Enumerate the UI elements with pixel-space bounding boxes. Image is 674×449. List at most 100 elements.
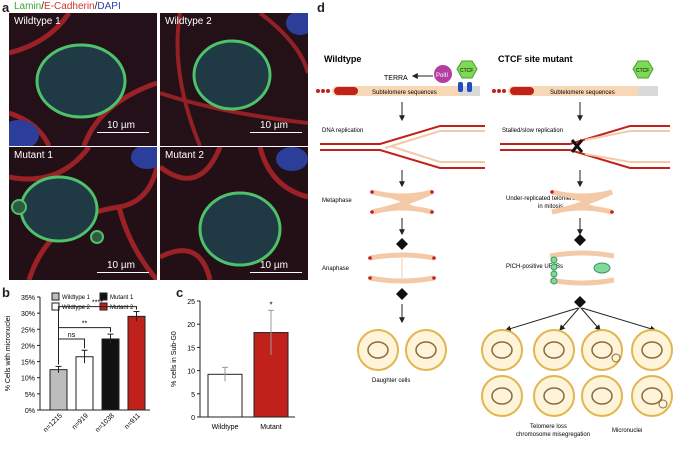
legend-label: Mutant 2 <box>110 305 134 311</box>
legend-label: Wildtype 1 <box>62 295 91 301</box>
wt-daughter-cells <box>357 329 447 371</box>
panel-c-label: c <box>176 285 184 300</box>
significance-label: **** <box>92 300 103 307</box>
y-axis-label: % cells in Sub-G0 <box>171 331 178 387</box>
y-tick-label: 0% <box>25 408 35 415</box>
y-tick-label: 15 <box>187 345 195 352</box>
y-tick-label: 20 <box>187 322 195 329</box>
micrograph-wildtype-1: Wildtype 1 10 µm <box>9 13 157 146</box>
panel-b-label: b <box>2 285 10 300</box>
significance-label: ** <box>82 321 88 328</box>
micrograph-mutant-1: Mutant 1 10 µm <box>9 147 157 280</box>
bar <box>75 356 94 411</box>
mut-chromosome-bar <box>492 60 658 96</box>
panel-a-label: a <box>2 0 10 15</box>
micrograph-wildtype-2: Wildtype 2 10 µm <box>160 13 308 146</box>
mut-subtelomere-label: Subtelomere sequences <box>550 90 615 96</box>
n-label: n=919 <box>71 412 90 431</box>
legend-swatch <box>99 292 108 301</box>
y-tick-label: 5 <box>191 392 195 399</box>
ctcf-label: CTCF <box>460 68 473 74</box>
scale-bar <box>97 272 149 273</box>
y-tick-label: 0 <box>191 415 195 422</box>
stalled-label: Stalled/slow replication <box>502 128 563 134</box>
legend-swatch <box>51 302 60 311</box>
polii-icon <box>434 65 452 83</box>
y-tick-label: 20% <box>21 343 35 350</box>
wt-replication-fork <box>320 125 485 169</box>
micrograph-title: Wildtype 2 <box>165 16 212 27</box>
y-tick-label: 35% <box>21 295 35 302</box>
n-label: n=1038 <box>94 412 116 434</box>
wt-subtelomere-label: Subtelomere sequences <box>372 90 437 96</box>
significance-label: * <box>269 300 272 309</box>
terra-label: TERRA <box>384 75 408 82</box>
scale-bar <box>97 132 149 133</box>
y-tick-label: 10% <box>21 376 35 383</box>
mut-cell-grid <box>481 329 673 417</box>
pich-label: PICH-positive UFABs <box>506 264 563 270</box>
mut-title: CTCF site mutant <box>498 54 573 64</box>
stain-lamin: Lamin <box>14 1 42 12</box>
y-tick-label: 30% <box>21 311 35 318</box>
bar <box>49 369 68 411</box>
polii-label: PolII <box>436 73 448 79</box>
scale-label: 10 µm <box>107 260 135 271</box>
arrow-fan <box>559 307 580 331</box>
y-tick-label: 25 <box>187 299 195 306</box>
stain-legend: Lamin/E-Cadherin/DAPI <box>14 1 121 12</box>
scale-label: 10 µm <box>260 260 288 271</box>
significance-bracket <box>58 306 137 365</box>
wt-anaphase <box>368 238 436 300</box>
micrograph-title: Wildtype 1 <box>14 16 61 27</box>
y-axis-label: % Cells with micronuclei <box>5 315 12 391</box>
telo-loss-label-2: chromosome misegregation <box>516 432 590 438</box>
chart-micronuclei: 0% 5% 10% 15% 20% 25% 30% 35% % Cells with micro… <box>5 292 150 434</box>
anaphase-label: Anaphase <box>322 266 350 272</box>
stain-ecad: E-Cadherin <box>44 1 95 12</box>
mut-ctcf-label: CTCF <box>636 68 649 74</box>
micrograph-title: Mutant 1 <box>14 150 53 161</box>
micronuclei-label: Micronuclei <box>612 428 642 434</box>
legend-label: Mutant 1 <box>110 295 134 301</box>
bar <box>127 315 146 411</box>
micrograph-title: Mutant 2 <box>165 150 204 161</box>
stain-sep-1: / <box>41 1 45 12</box>
stain-sep-2: / <box>94 1 98 12</box>
legend-label: Wildtype 2 <box>62 305 91 311</box>
y-tick-label: 5% <box>25 392 35 399</box>
arrow-fan <box>580 307 601 331</box>
scale-label: 10 µm <box>260 120 288 131</box>
bar <box>101 338 120 411</box>
under-rep-label-1: Under-replicated telomeres <box>506 196 578 202</box>
n-label: n=1215 <box>42 412 64 434</box>
mut-anaphase <box>549 234 615 308</box>
panel-d-label: d <box>317 0 325 15</box>
arrow-fan <box>504 307 579 332</box>
scale-bar <box>250 272 302 273</box>
bar <box>207 373 243 418</box>
ctcf-icon <box>456 60 478 92</box>
dna-rep-label: DNA replication <box>322 128 363 134</box>
scale-bar <box>250 132 302 133</box>
x-tick-label: Wildtype <box>212 424 239 431</box>
daughter-label: Daughter cells <box>372 378 410 384</box>
scale-label: 10 µm <box>107 120 135 131</box>
y-tick-label: 25% <box>21 327 35 334</box>
mut-metaphase-chromosome <box>550 189 614 215</box>
stain-dapi: DAPI <box>97 1 121 12</box>
under-rep-label-2: in mitosis <box>538 204 563 210</box>
n-label: n=911 <box>123 412 142 431</box>
mut-replication-fork <box>500 125 670 169</box>
telo-loss-label-1: Telomere loss <box>530 424 567 430</box>
significance-label: ns <box>68 332 76 339</box>
arrow-fan <box>581 307 657 332</box>
schematic-diagram: Wildtype CTCF site mutant Subtelomere se… <box>316 54 673 438</box>
metaphase-label: Metaphase <box>322 198 352 204</box>
legend-swatch <box>51 292 60 301</box>
y-tick-label: 10 <box>187 369 195 376</box>
y-tick-label: 15% <box>21 360 35 367</box>
micrograph-mutant-2: Mutant 2 10 µm <box>160 147 308 280</box>
wt-metaphase-chromosome <box>370 189 434 215</box>
